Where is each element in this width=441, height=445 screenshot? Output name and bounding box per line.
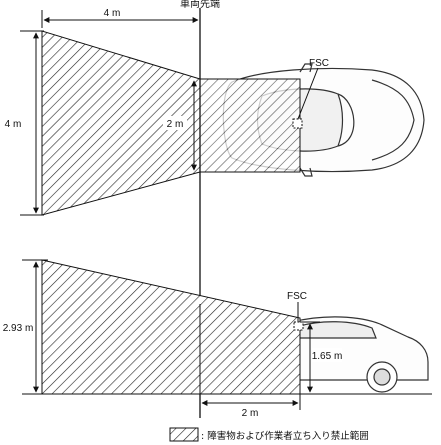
fsc-label-side: FSC [287, 291, 307, 302]
sensor-height-dimension-label: 1.65 m [312, 351, 343, 362]
fsc-sensor-side-icon [293, 321, 304, 331]
side-view: FSC 2.93 m 1.65 m 2 m [1, 259, 432, 419]
legend: : 障害物および作業者立ち入り禁止範囲 [169, 427, 369, 442]
height-dimension-label: 4 m [5, 119, 22, 130]
length-dimension-label: 2 m [242, 408, 259, 419]
top-inner-zone [199, 78, 301, 173]
inner-dimension-label: 2 m [167, 119, 184, 130]
width-dimension-label: 4 m [104, 8, 121, 19]
fsc-label-top: FSC [309, 58, 329, 69]
legend-label: : 障害物および作業者立ち入り禁止範囲 [201, 430, 369, 442]
side-clearance-zone [41, 259, 301, 395]
top-view: FSC 4 m 4 m 2 m [2, 8, 425, 216]
legend-hatch-swatch [169, 427, 199, 442]
fsc-sensor-top-icon [292, 118, 303, 129]
vehicle-front-label: 車両先端 [180, 0, 220, 10]
total-height-dimension-label: 2.93 m [3, 323, 34, 334]
